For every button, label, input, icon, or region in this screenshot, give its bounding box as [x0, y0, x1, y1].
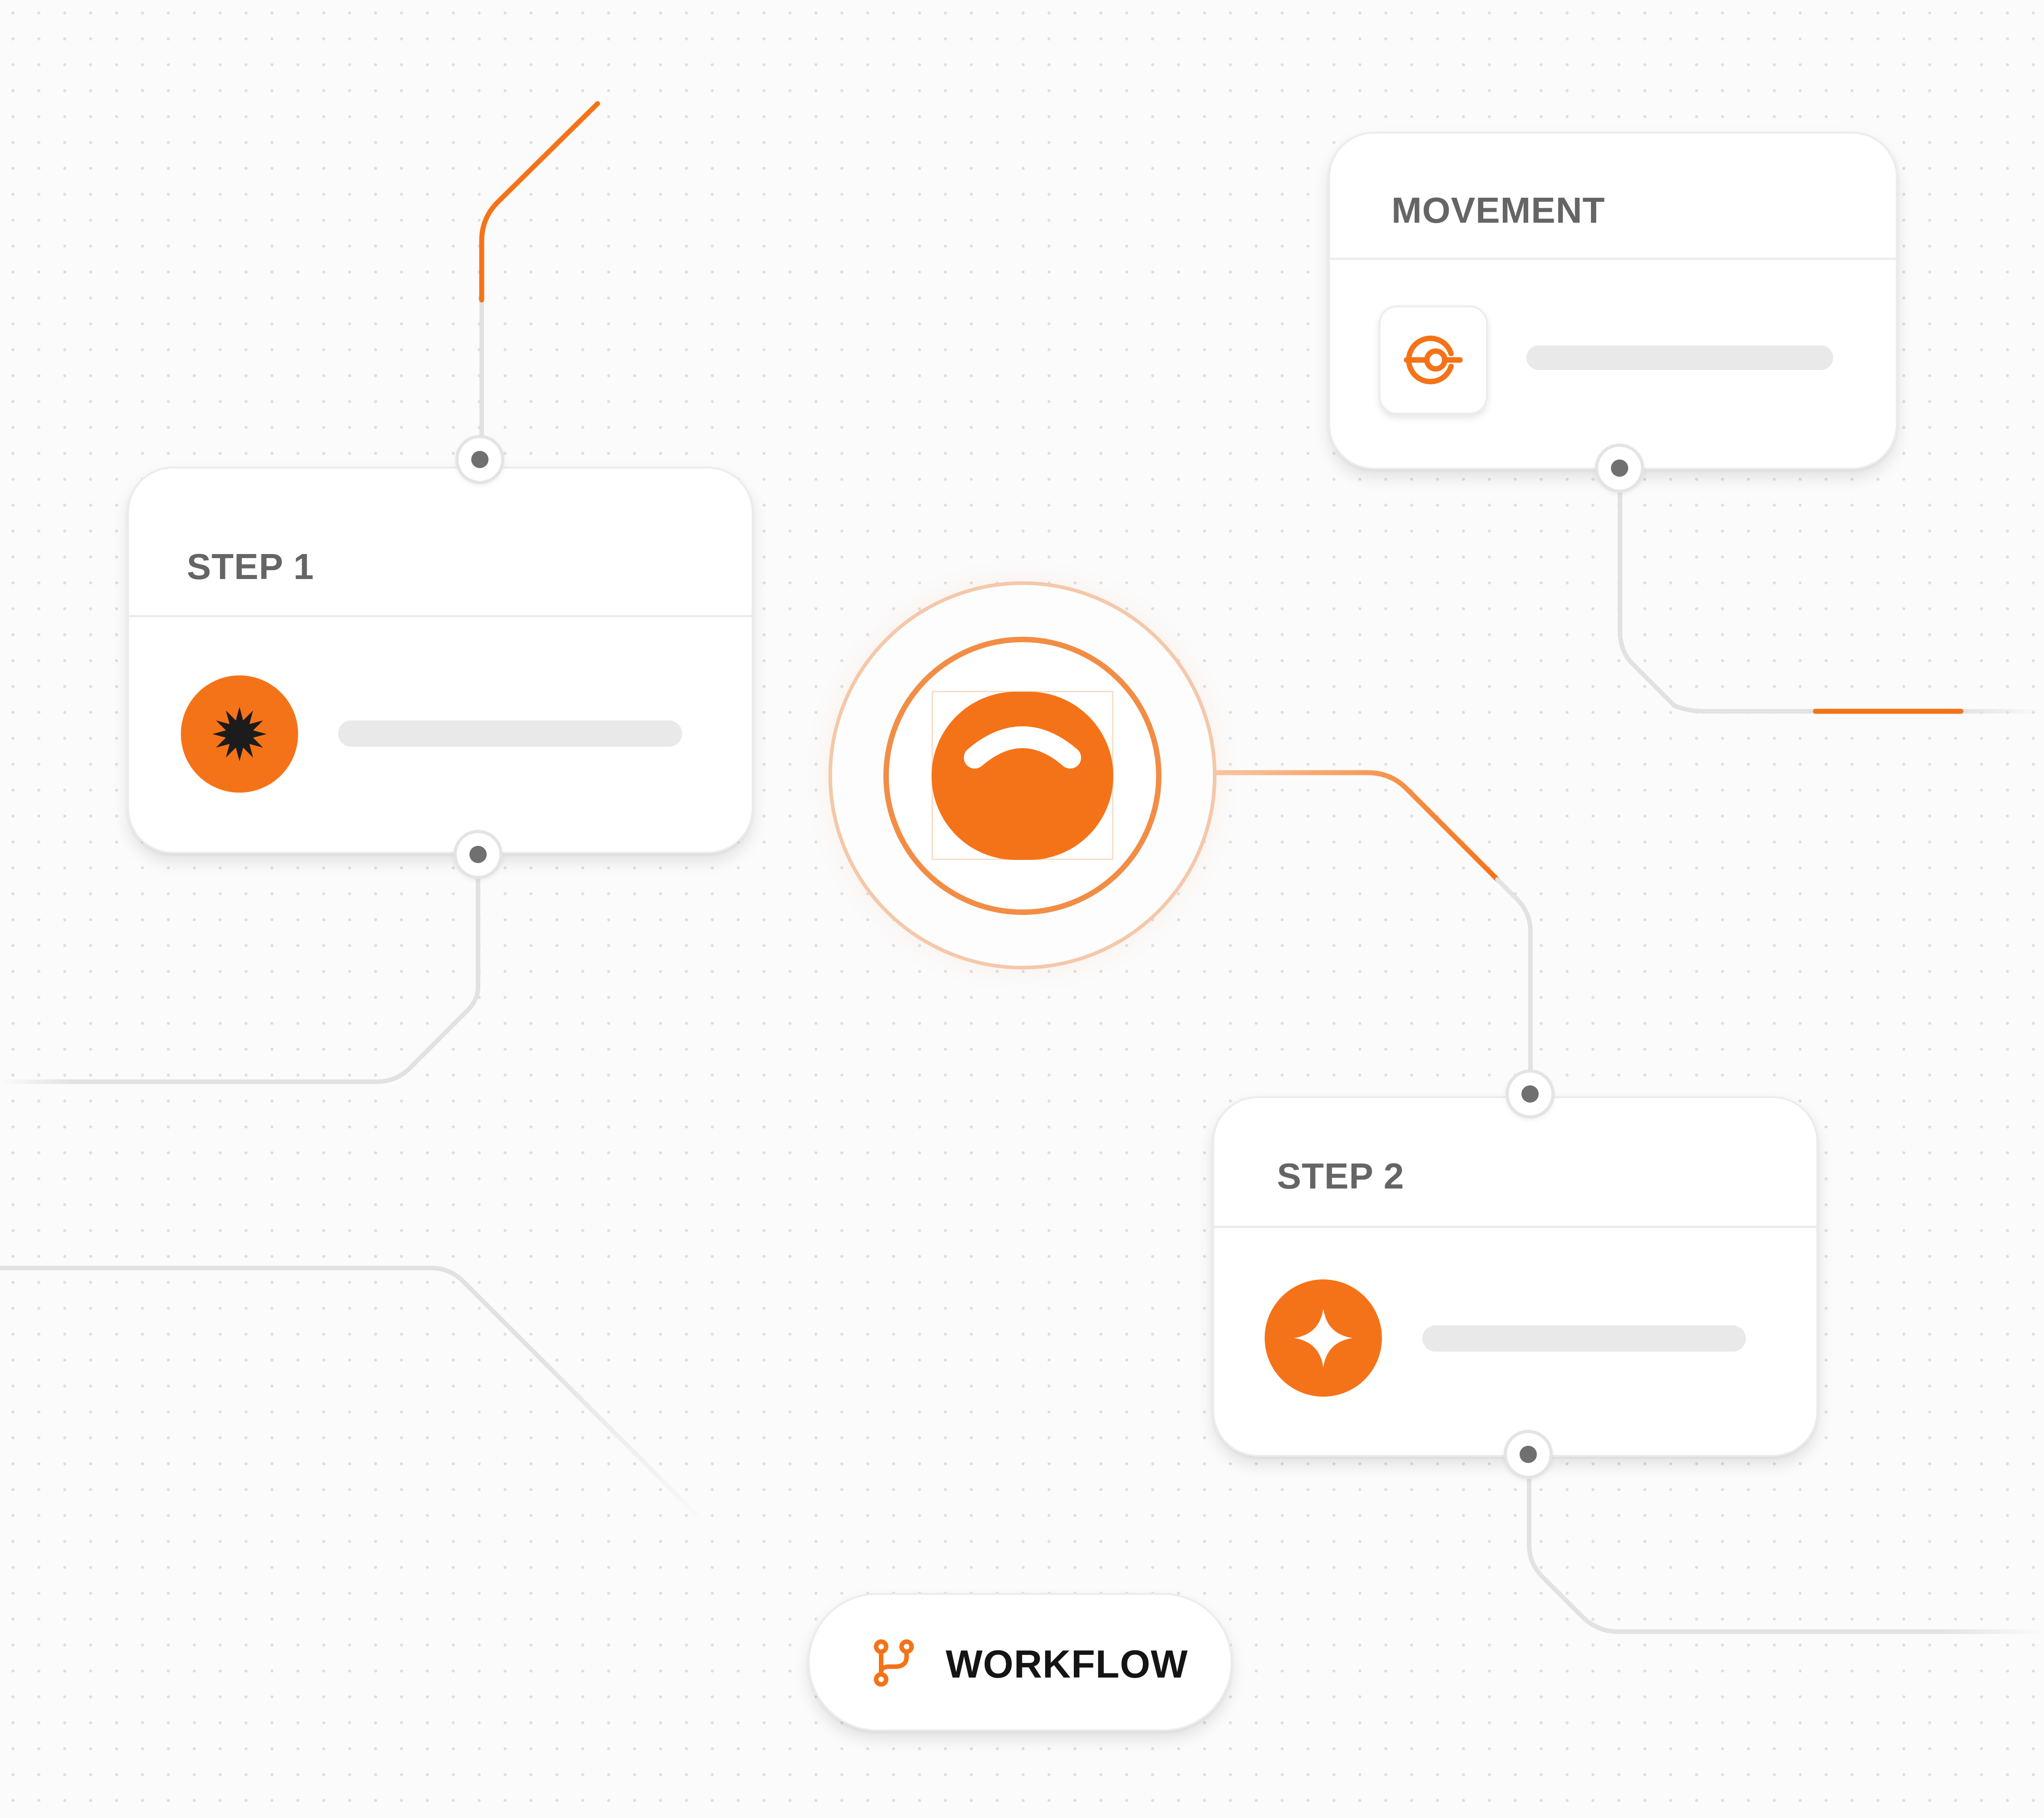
step-2-output-port[interactable]: [1504, 1430, 1553, 1479]
movement-card[interactable]: MOVEMENT: [1328, 132, 1898, 469]
arch-logo-icon[interactable]: [932, 692, 1113, 860]
movement-output-port[interactable]: [1595, 444, 1644, 493]
step-2-card[interactable]: STEP 2: [1212, 1096, 1818, 1457]
movement-divider: [1330, 258, 1896, 260]
burst-icon: [212, 707, 267, 761]
workflow-button[interactable]: WORKFLOW: [808, 1593, 1232, 1731]
movement-placeholder-bar: [1526, 345, 1833, 370]
step-1-icon-badge: [181, 675, 298, 793]
step-2-divider: [1214, 1226, 1816, 1228]
step-2-placeholder-bar: [1422, 1325, 1746, 1352]
movement-icon-tile: [1379, 305, 1488, 415]
sparkle-icon: [1294, 1309, 1353, 1368]
step-2-icon-badge: [1265, 1279, 1382, 1397]
step-1-placeholder-bar: [338, 720, 682, 747]
step-2-input-port[interactable]: [1506, 1069, 1555, 1119]
step-1-input-port[interactable]: [455, 435, 504, 484]
movement-title: MOVEMENT: [1391, 190, 1605, 230]
step-1-divider: [129, 615, 752, 617]
target-icon: [1404, 335, 1463, 385]
step-2-title: STEP 2: [1277, 1156, 1405, 1196]
step-1-output-port[interactable]: [454, 830, 503, 879]
step-1-card[interactable]: STEP 1: [127, 467, 753, 854]
workflow-label: WORKFLOW: [946, 1643, 1188, 1686]
git-branch-icon: [874, 1639, 914, 1687]
step-1-title: STEP 1: [187, 546, 314, 587]
